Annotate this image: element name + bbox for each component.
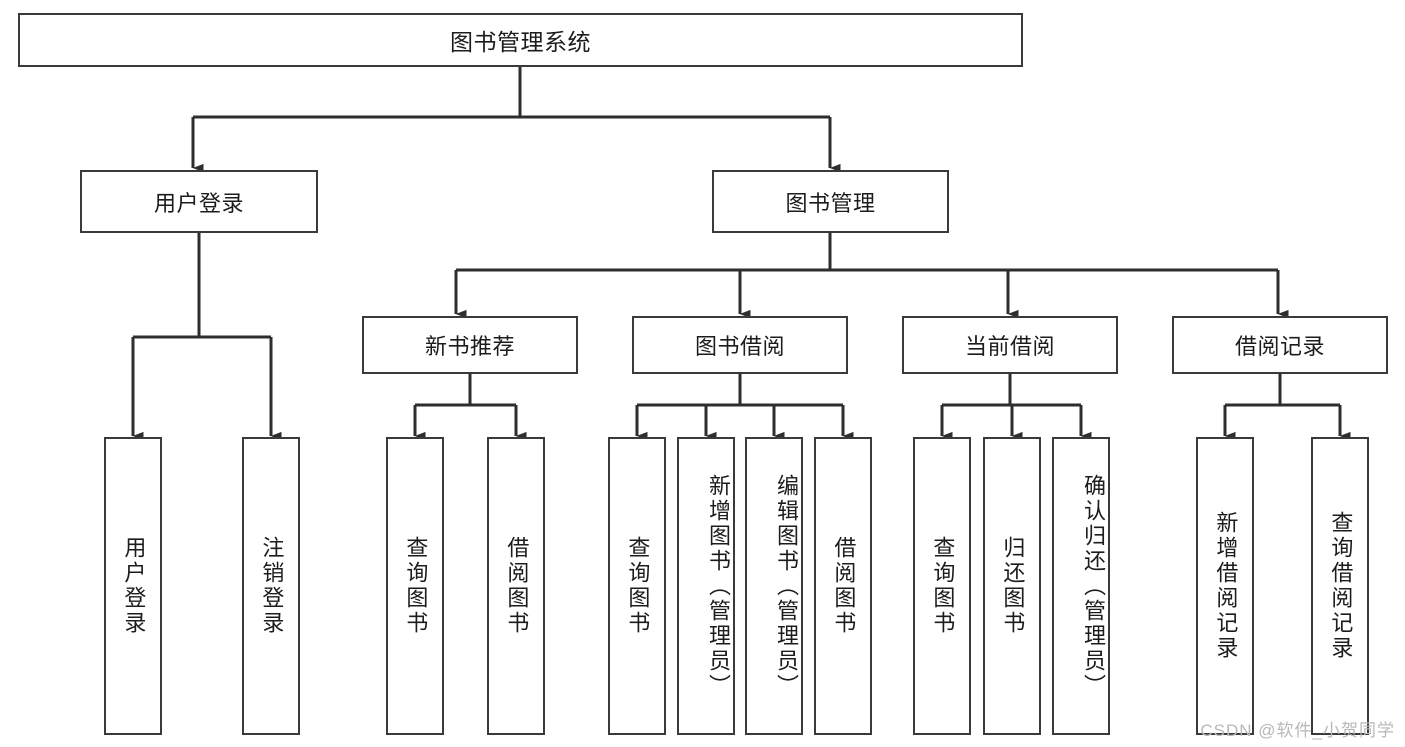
node-book-manage[interactable]: 图书管理 [712,170,949,233]
node-label: 注销登录 [259,536,285,636]
node-leaf-logout[interactable]: 注销登录 [242,437,300,735]
node-label: 新增图书（管理员） [706,473,731,699]
node-label: 图书借阅 [694,334,785,359]
node-label: 用户登录 [153,190,244,216]
node-root[interactable]: 图书管理系统 [18,13,1023,67]
node-leaf-user-login[interactable]: 用户登录 [104,437,162,735]
node-new-book-recommend[interactable]: 新书推荐 [362,316,578,374]
node-current-borrow[interactable]: 当前借阅 [902,316,1118,374]
node-leaf-borrow-book-2[interactable]: 借阅图书 [814,437,872,735]
node-leaf-query-book-1[interactable]: 查询图书 [386,437,444,735]
node-label: 新书推荐 [424,334,515,359]
watermark-label: CSDN @软件_小贺同学 [1200,721,1395,740]
node-label: 确认归还（管理员） [1081,473,1106,699]
node-leaf-query-book-2[interactable]: 查询图书 [608,437,666,735]
node-label: 当前借阅 [964,334,1055,359]
node-label: 查询借阅记录 [1328,511,1354,661]
node-leaf-confirm-return[interactable]: 确认归还（管理员） [1052,437,1110,735]
node-label: 查询图书 [625,536,651,636]
node-leaf-query-record[interactable]: 查询借阅记录 [1311,437,1369,735]
node-label: 新增借阅记录 [1213,511,1239,661]
node-label: 用户登录 [121,536,147,636]
node-label: 借阅图书 [504,536,530,636]
node-label: 图书管理系统 [450,29,591,55]
node-label: 借阅记录 [1234,334,1325,359]
node-leaf-query-book-3[interactable]: 查询图书 [913,437,971,735]
node-borrow-records[interactable]: 借阅记录 [1172,316,1388,374]
node-leaf-return-book[interactable]: 归还图书 [983,437,1041,735]
node-leaf-edit-book[interactable]: 编辑图书（管理员） [745,437,803,735]
node-book-borrow[interactable]: 图书借阅 [632,316,848,374]
node-label: 查询图书 [403,536,429,636]
node-leaf-add-book[interactable]: 新增图书（管理员） [677,437,735,735]
node-label: 编辑图书（管理员） [774,473,799,699]
node-user-login[interactable]: 用户登录 [80,170,318,233]
node-leaf-borrow-book-1[interactable]: 借阅图书 [487,437,545,735]
node-leaf-add-record[interactable]: 新增借阅记录 [1196,437,1254,735]
node-label: 归还图书 [1000,536,1026,636]
node-label: 查询图书 [930,536,956,636]
node-label: 图书管理 [785,190,876,216]
node-label: 借阅图书 [831,536,857,636]
